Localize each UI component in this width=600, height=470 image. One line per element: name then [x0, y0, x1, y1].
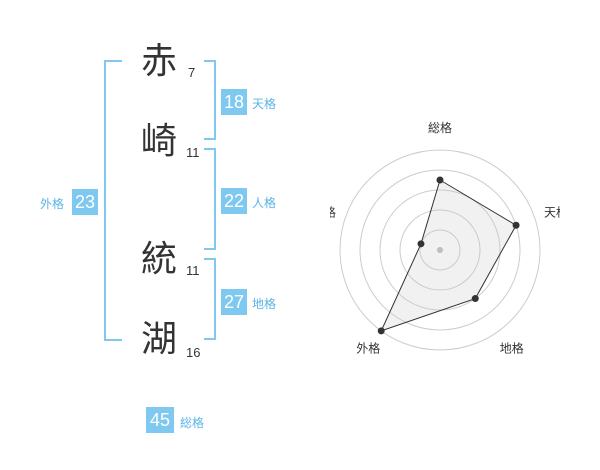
radar-point-5: [417, 240, 425, 248]
stroke-count-1: 7: [188, 65, 196, 80]
stroke-count-3: 11: [186, 263, 200, 278]
chikaku-bracket: [204, 258, 216, 340]
radar-point-4: [377, 327, 385, 335]
soukaku-label: 総格: [180, 416, 205, 430]
stroke-count-2: 11: [186, 145, 200, 160]
name-char-4: 湖: [141, 319, 178, 360]
fortune-radar-chart: 総格天格地格 外格 人格: [330, 120, 560, 356]
radar-point-1: [436, 176, 444, 184]
gaikaku-bracket: [104, 60, 122, 341]
stroke-count-4: 16: [186, 345, 201, 360]
radar-axis-label-2: 天格: [544, 204, 560, 219]
radar-center-dot: [437, 247, 443, 253]
radar-ring-2: [399, 209, 481, 291]
radar-polygon-group: [380, 179, 517, 332]
radar-ring-5: [339, 149, 541, 351]
chikaku-value: 27: [221, 289, 247, 315]
jinkaku-value: 22: [221, 188, 247, 214]
soukaku-value: 45: [146, 407, 174, 433]
gaikaku-value: 23: [72, 189, 98, 215]
jinkaku-bracket: [204, 148, 216, 250]
radar-point-3: [471, 295, 479, 303]
tenkaku-value: 18: [221, 89, 247, 115]
radar-axis-labels: 総格天格地格 外格 人格: [330, 120, 560, 356]
name-char-1: 赤: [141, 41, 178, 82]
tenkaku-label: 天格: [252, 97, 277, 111]
radar-point-2: [512, 221, 520, 229]
tenkaku-bracket: [204, 60, 216, 140]
radar-axis-label-1: 総格: [428, 120, 452, 135]
gaikaku-label: 外格: [40, 197, 65, 211]
name-char-2: 崎: [141, 121, 178, 162]
radar-ring-3: [379, 189, 501, 311]
chikaku-label: 地格: [252, 297, 277, 311]
radar-axis-label-3: 地格: [500, 341, 524, 356]
radar-points: [377, 176, 520, 335]
radar-ring-4: [359, 169, 521, 331]
radar-ring-1: [419, 229, 461, 271]
radar-polygon: [380, 179, 517, 332]
radar-axis-label-5: 人格: [330, 204, 336, 219]
jinkaku-label: 人格: [252, 196, 277, 210]
radar-axis-label-4: 外格: [356, 341, 380, 356]
radar-rings: [339, 149, 541, 351]
name-char-3: 統: [141, 239, 178, 280]
